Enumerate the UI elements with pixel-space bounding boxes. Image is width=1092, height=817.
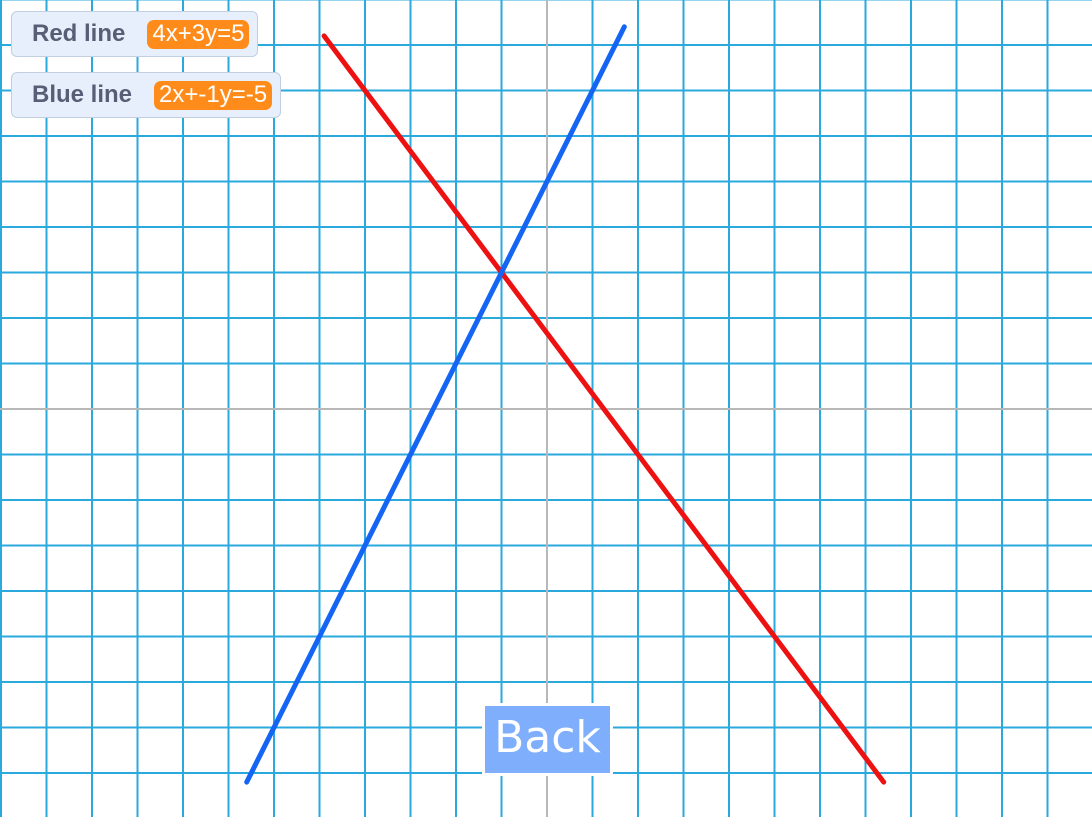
blue-line-equation: 2x+-1y=-5 (154, 80, 273, 110)
blue-line-label: Blue line (32, 81, 133, 108)
blue-line-plot (244, 24, 627, 785)
plot-lines (244, 24, 887, 785)
back-button[interactable]: Back (482, 703, 613, 776)
blue-line-monitor: Blue line 2x+-1y=-5 (11, 72, 282, 118)
red-line-monitor: Red line 4x+3y=5 (11, 11, 259, 57)
red-line-plot (321, 33, 887, 785)
red-line-equation: 4x+3y=5 (147, 19, 250, 49)
red-line-label: Red line (32, 20, 126, 47)
